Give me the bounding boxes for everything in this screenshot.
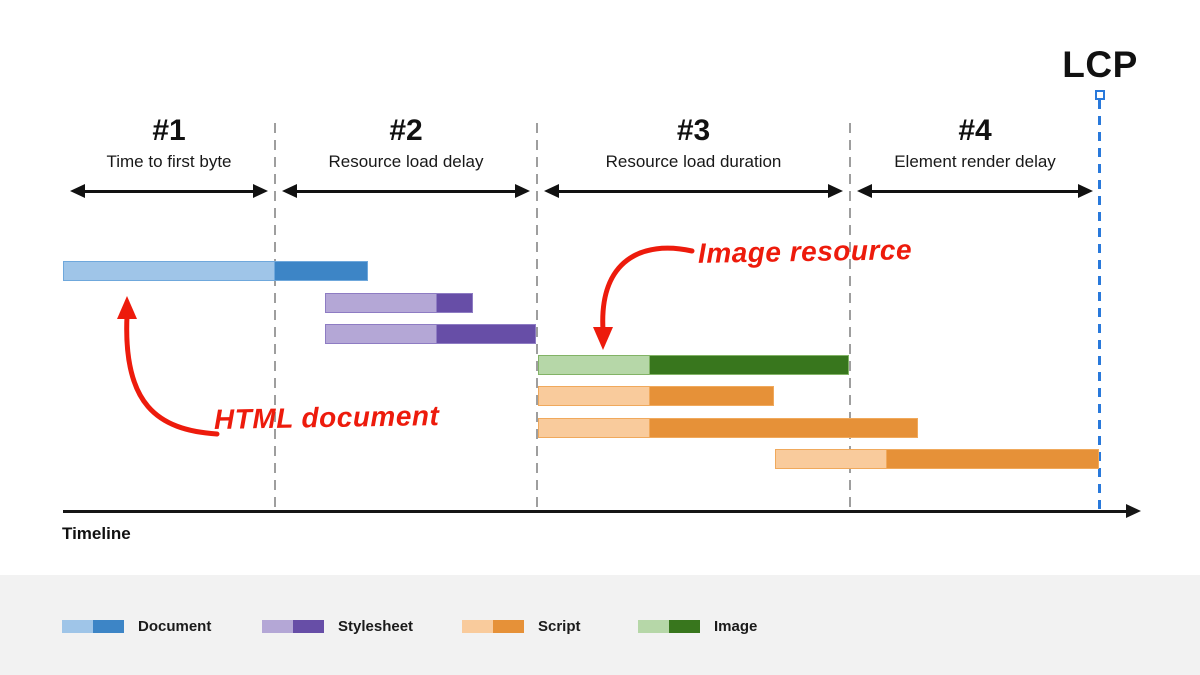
arrow-line [79,190,259,193]
phase-1-number: #1 [152,114,186,147]
stylesheet-2-bar-light-segment [325,324,437,344]
arrow-line [866,190,1084,193]
phase-2-header: #2 Resource load delay [275,114,537,199]
swatch-segment [62,620,93,633]
phase-1-header: #1 Time to first byte [63,114,275,199]
image-swatch-icon [638,620,700,633]
phase-3-number: #3 [676,114,711,147]
arrowhead-left-icon [282,184,297,198]
image-resource-annotation: Image resource [697,234,913,269]
phase-2-number: #2 [389,114,423,147]
phase-1-range-arrow-icon [70,183,268,199]
legend-label: Stylesheet [338,618,414,635]
image-bar [538,355,849,375]
legend-label: Script [538,618,581,635]
arrowhead-right-icon [828,184,843,198]
image-bar-dark-segment [649,355,849,375]
stylesheet-2-bar-dark-segment [436,324,536,344]
timeline-arrowhead-icon [1126,504,1141,518]
swatch-segment [93,620,124,633]
stylesheet-2-bar [325,324,536,344]
legend-item-stylesheet: Stylesheet [262,618,413,635]
image-resource-arrow-icon [593,245,695,350]
script-2-bar [538,418,918,438]
stylesheet-1-bar-light-segment [325,293,437,313]
phase-4-label: Element render delay [894,152,1056,171]
swatch-segment [262,620,293,633]
html-document-arrow-icon [117,296,220,437]
timeline-label: Timeline [62,524,131,543]
image-bar-light-segment [538,355,650,375]
swatch-segment [638,620,669,633]
arrowhead-left-icon [544,184,559,198]
script-3-bar-dark-segment [886,449,1099,469]
phase-separator-line-2 [536,123,538,512]
arrowhead-right-icon [253,184,268,198]
lcp-marker-icon [1095,90,1105,100]
legend-label: Document [138,618,212,635]
phase-2-label: Resource load delay [328,152,484,171]
legend-item-image: Image [638,618,757,635]
phase-separator-line-1 [274,123,276,512]
html-document-annotation: HTML document [213,400,440,435]
swatch-segment [462,620,493,633]
stylesheet-1-bar-dark-segment [436,293,473,313]
document-swatch-icon [62,620,124,633]
swatch-segment [293,620,324,633]
phase-3-range-arrow-icon [544,183,843,199]
script-swatch-icon [462,620,524,633]
arrowhead-right-icon [515,184,530,198]
arrowhead-left-icon [70,184,85,198]
swatch-segment [493,620,524,633]
stylesheet-swatch-icon [262,620,324,633]
stylesheet-1-bar [325,293,473,313]
arrow-line [291,190,521,193]
legend-label: Image [714,618,758,635]
lcp-dashed-line [1098,100,1101,512]
script-2-bar-light-segment [538,418,650,438]
phase-4-range-arrow-icon [857,183,1093,199]
legend: Document Stylesheet Script Image [0,575,1200,675]
script-1-bar-light-segment [538,386,650,406]
timeline-axis [63,510,1131,513]
legend-item-document: Document [62,618,211,635]
script-1-bar [538,386,774,406]
arrowhead-right-icon [1078,184,1093,198]
swatch-segment [669,620,700,633]
phase-4-header: #4 Element render delay [850,114,1100,199]
script-1-bar-dark-segment [649,386,774,406]
document-bar-light-segment [63,261,275,281]
script-3-bar [775,449,1099,469]
document-bar [63,261,368,281]
script-3-bar-light-segment [775,449,887,469]
script-2-bar-dark-segment [649,418,918,438]
lcp-title: LCP [1062,44,1138,85]
phase-3-label: Resource load duration [605,152,782,171]
document-bar-dark-segment [274,261,368,281]
legend-item-script: Script [462,618,581,635]
phase-2-range-arrow-icon [282,183,530,199]
phase-3-header: #3 Resource load duration [537,114,850,199]
phase-1-label: Time to first byte [106,152,232,171]
phase-separator-line-3 [849,123,851,512]
arrowhead-left-icon [857,184,872,198]
phase-4-number: #4 [958,114,992,147]
arrow-line [553,190,834,193]
